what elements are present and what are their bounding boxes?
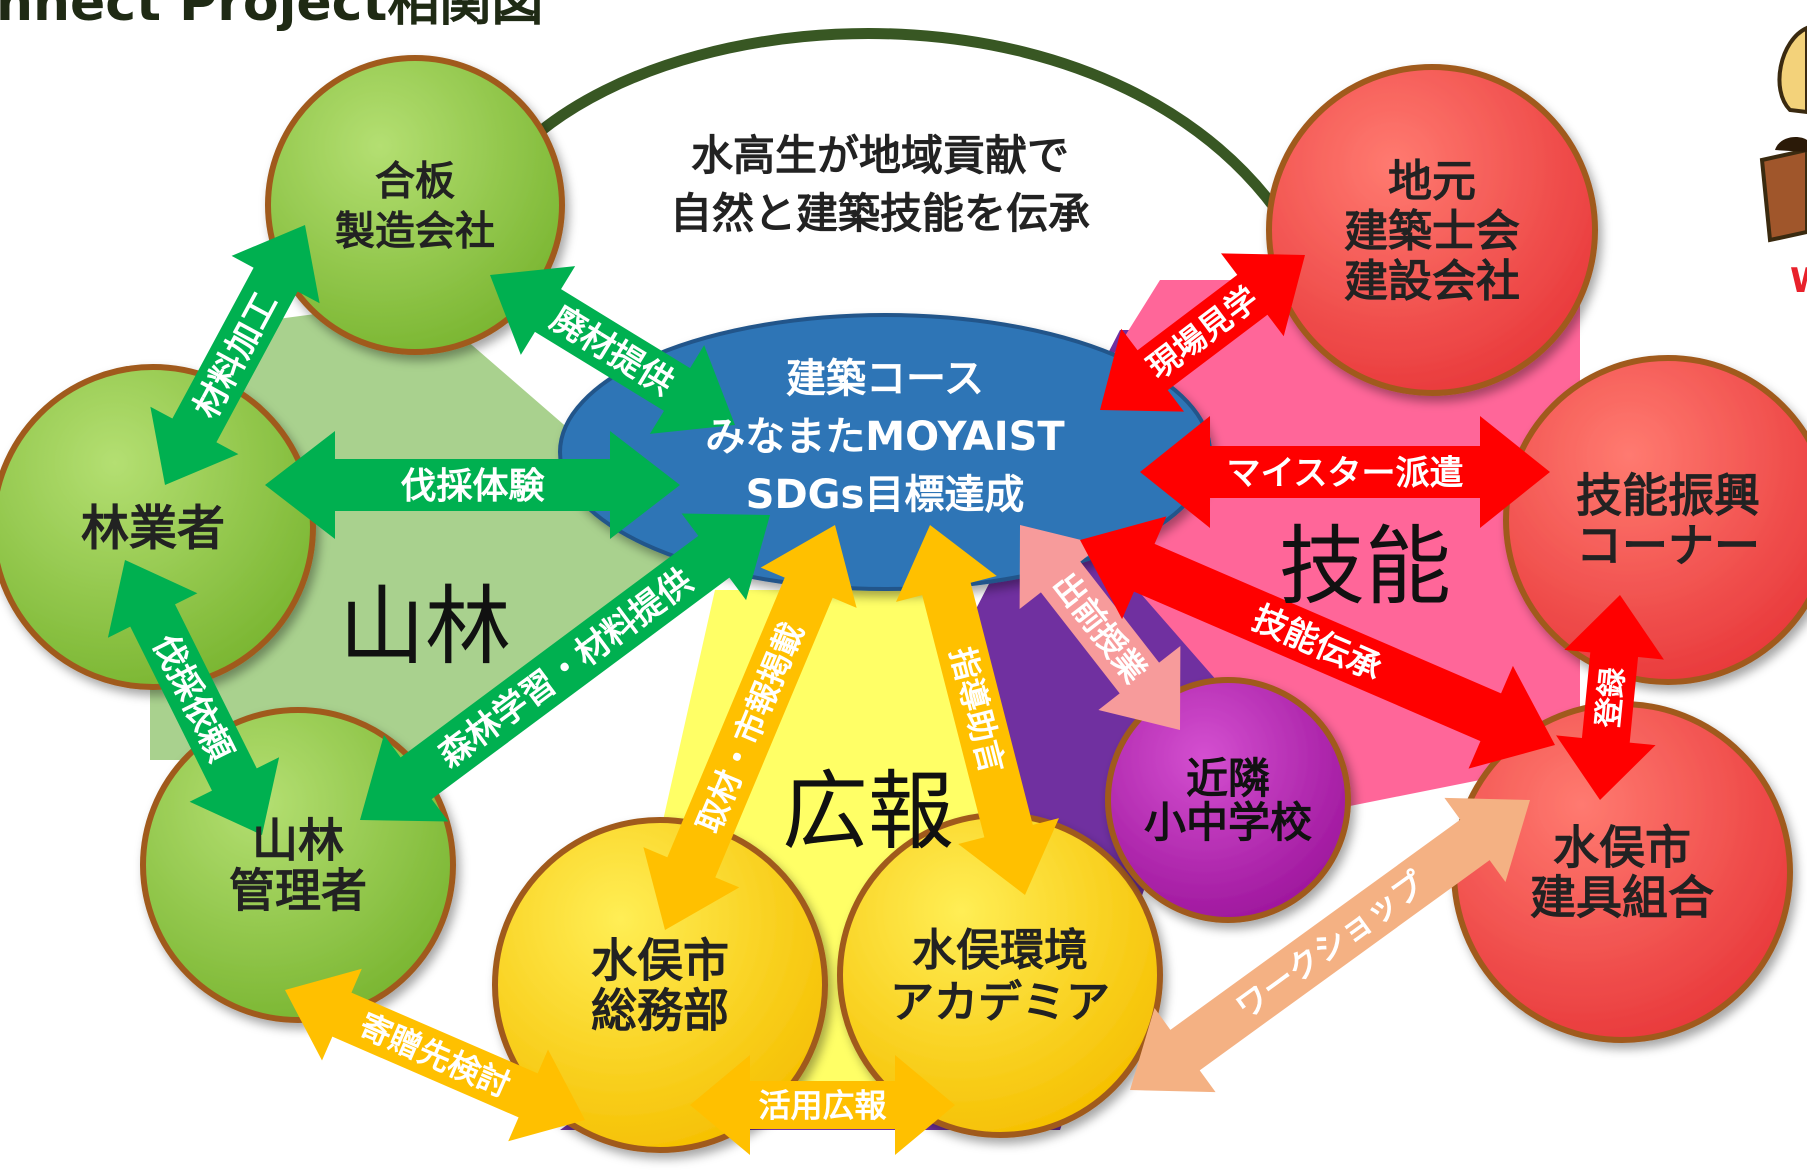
node-label: 林業者 (81, 500, 225, 556)
connection-arc (526, 27, 1295, 233)
page-title: nnect Project相関図 (0, 0, 544, 33)
node-schools (1105, 677, 1351, 923)
node-label: 近隣 (1186, 754, 1270, 803)
node-label: 水俣市 (591, 934, 729, 988)
tagline: 自然と建築技能を伝承 (670, 189, 1090, 238)
arrow-label: 活用広報 (758, 1087, 886, 1125)
node-label: 山林 (252, 814, 344, 868)
node-label: 製造会社 (335, 208, 495, 254)
arrow-visiting-class (1019, 525, 1181, 730)
node-plywood (265, 55, 565, 355)
arrow-guidance (896, 525, 1059, 895)
node-label: アカデミア (890, 977, 1110, 1028)
arrow-city-pr (643, 524, 857, 931)
node-label: 水俣環境 (912, 925, 1088, 976)
arrow-forest-learning (360, 513, 770, 822)
arrow-skill-transfer (1080, 516, 1555, 769)
node-label: 合板 (375, 158, 455, 204)
node-label: 水俣市 (1553, 821, 1691, 875)
center-label: みなまたMOYAIST (705, 414, 1065, 460)
node-architects (1266, 64, 1598, 396)
center-label: SDGs目標達成 (746, 472, 1025, 518)
node-label: 建設会社 (1344, 256, 1520, 307)
arrow-label: 登録 (1591, 665, 1632, 730)
node-label: 建築士会 (1344, 206, 1520, 257)
mascot-label: W (1790, 261, 1807, 301)
zone-label-pr: 広報 (782, 762, 954, 862)
arrow-material-processing (150, 225, 320, 485)
arrow-workshop (1130, 797, 1530, 1093)
arrow-usage-pr (690, 1055, 955, 1155)
mascot-icon: W (1759, 25, 1807, 301)
tagline: 水高生が地域貢献で (691, 131, 1069, 180)
arrow-scrap-supply (490, 266, 735, 434)
node-label: 総務部 (591, 984, 729, 1038)
arrow-label: マイスター派遣 (1227, 453, 1464, 493)
arrow-label: 伐採体験 (400, 466, 545, 507)
node-label: 建具組合 (1530, 871, 1714, 925)
arrow-felling-request (107, 560, 280, 835)
node-label: 技能振興 (1576, 469, 1760, 523)
node-label: 地元 (1388, 156, 1476, 207)
arrow-donation (284, 968, 586, 1142)
arrow-registration (1556, 595, 1664, 800)
zone-label-forest: 山林 (339, 577, 511, 677)
arrow-site-visit (1099, 253, 1306, 412)
arrow-meister (1140, 416, 1550, 528)
node-skill-corner (1503, 355, 1807, 685)
node-label: 小中学校 (1144, 798, 1312, 847)
arrow-felling-experience (265, 431, 680, 539)
node-label: コーナー (1576, 519, 1760, 573)
node-forester (0, 364, 316, 690)
zone-label-skill: 技能 (1279, 517, 1451, 617)
center-label: 建築コース (786, 356, 984, 402)
node-label: 管理者 (229, 864, 367, 918)
